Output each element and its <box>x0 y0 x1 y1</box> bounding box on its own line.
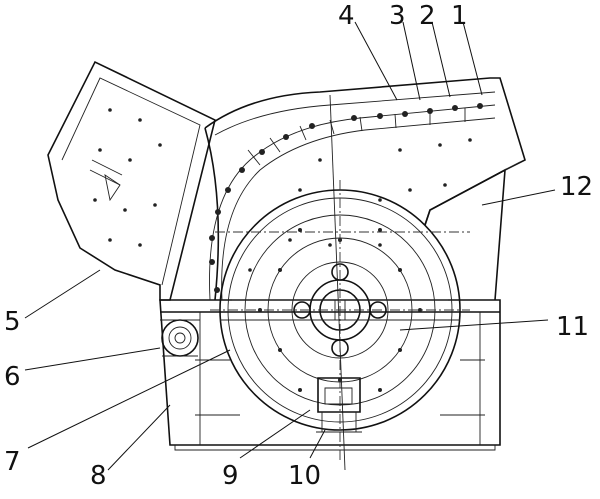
callout-7: 7 <box>4 447 21 477</box>
callout-8: 8 <box>90 461 107 491</box>
pivot-bearing <box>160 319 200 357</box>
impact-liners <box>209 104 496 301</box>
callout-2: 2 <box>419 1 436 31</box>
feed-hopper <box>47 60 216 301</box>
center-lines <box>210 180 470 460</box>
callout-4: 4 <box>338 1 355 31</box>
machine-base <box>159 299 501 451</box>
callout-3: 3 <box>389 1 406 31</box>
upper-housing <box>204 77 526 471</box>
housing-rivets <box>93 108 472 272</box>
callout-10: 10 <box>288 461 321 491</box>
callout-12: 12 <box>560 172 593 202</box>
callout-5: 5 <box>4 307 21 337</box>
liner-bolts <box>209 103 483 293</box>
side-plate <box>424 161 521 301</box>
callout-6: 6 <box>4 362 21 392</box>
callout-11: 11 <box>556 312 589 342</box>
callout-labels: 1 2 3 4 5 6 7 8 9 10 11 12 <box>4 1 593 491</box>
callout-1: 1 <box>451 1 468 31</box>
leader-lines <box>24 21 556 471</box>
callout-9: 9 <box>222 461 239 491</box>
